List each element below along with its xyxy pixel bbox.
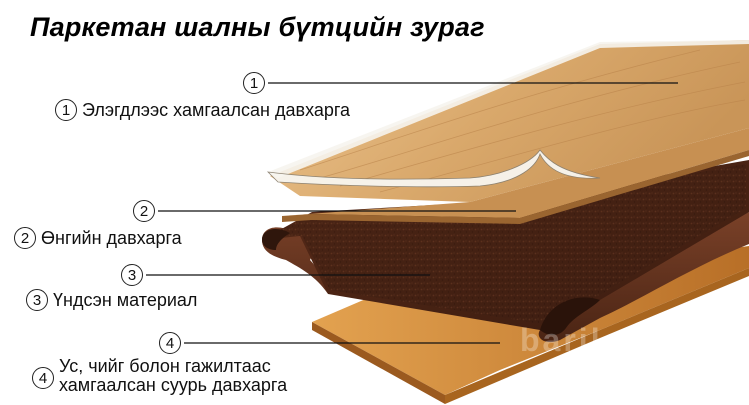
- backing-layer-front: [445, 268, 749, 404]
- legend-item-4: 4 Ус, чийг болон гажилтаас хамгаалсан су…: [32, 357, 287, 395]
- core-material-texture: [268, 164, 746, 324]
- legend-4-label-line-1: Ус, чийг болон гажилтаас: [59, 356, 271, 376]
- legend-3-label: Үндсэн материал: [53, 289, 198, 310]
- decor-layer-edge: [282, 150, 749, 224]
- legend-item-1: 1 Элэгдлээс хамгаалсан давхарга: [55, 99, 350, 121]
- legend-2-badge: 2: [14, 227, 36, 249]
- callout-4-badge: 4: [159, 332, 181, 354]
- legend-1-label: Элэгдлээс хамгаалсан давхарга: [82, 99, 351, 120]
- wear-layer-peel: [266, 149, 601, 188]
- decor-layer: [282, 128, 749, 218]
- core-material-front: [262, 212, 749, 343]
- legend-item-3: 3 Үндсэн материал: [26, 289, 197, 311]
- tongue-groove: [540, 297, 600, 336]
- callout-2-badge: 2: [133, 200, 155, 222]
- watermark-logo: barilo: [520, 322, 626, 358]
- legend-3-badge: 3: [26, 289, 48, 311]
- legend-item-2: 2 Өнгийн давхарга: [14, 227, 182, 249]
- legend-4-badge: 4: [32, 367, 54, 389]
- legend-4-label-line-2: хамгаалсан суурь давхарга: [59, 375, 288, 395]
- diagram-title: Паркетан шалны бүтцийн зураг: [30, 12, 485, 42]
- callout-1-badge: 1: [243, 72, 265, 94]
- tongue-lip: [262, 228, 290, 250]
- legend-2-label: Өнгийн давхарга: [41, 227, 182, 248]
- callout-3-badge: 3: [121, 264, 143, 286]
- legend-1-badge: 1: [55, 99, 77, 121]
- legend-4-text: Ус, чийг болон гажилтаас хамгаалсан суур…: [59, 357, 287, 395]
